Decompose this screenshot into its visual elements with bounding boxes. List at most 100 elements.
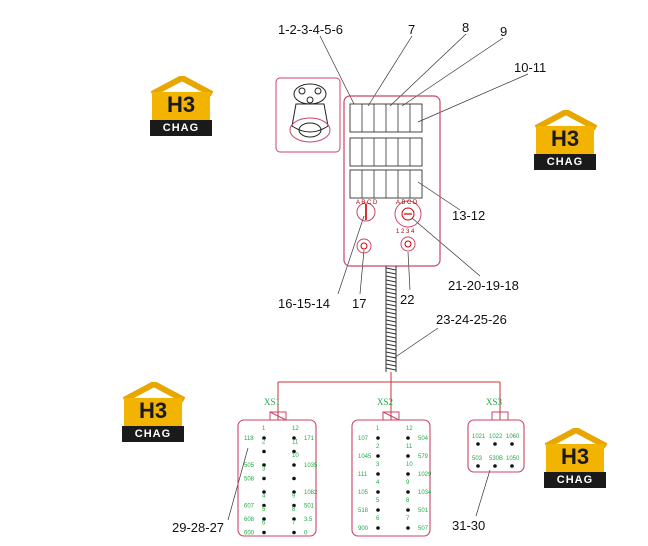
joystick-grip-top <box>293 83 327 105</box>
wire-number: 1021 <box>472 434 486 440</box>
connector-title: XS3 <box>486 397 503 407</box>
pin-contact <box>262 449 266 454</box>
leader-1-6 <box>319 35 355 105</box>
cable-coil <box>385 311 397 315</box>
cable-coil <box>385 275 397 279</box>
wire-number: 107 <box>358 436 369 442</box>
callout-23-26: 23-24-25-26 <box>436 312 507 327</box>
logo-roof-icon <box>150 76 214 120</box>
callout-22: 22 <box>400 292 415 307</box>
selector-switch-left-letters: A B C D <box>356 200 378 206</box>
leader-10-11 <box>417 73 529 123</box>
pin-contact <box>292 490 296 494</box>
connector-xs2: XS21107125042104511579311110102941059103… <box>351 397 432 537</box>
leader-16-14 <box>337 215 365 295</box>
pin-contact <box>262 503 266 508</box>
cable-coil <box>385 283 397 287</box>
wire-number: 507 <box>418 526 429 532</box>
wire-number: 118 <box>244 436 254 442</box>
pin-contact <box>406 454 410 458</box>
wire-number: 518 <box>358 508 369 514</box>
selector-switch-left-body <box>356 202 376 222</box>
pin-number: 8 <box>406 498 410 504</box>
pin-number: 6 <box>262 521 266 527</box>
leader-lines <box>227 33 529 521</box>
wire-number: 1045 <box>358 454 372 460</box>
pin-number: 9 <box>406 480 410 486</box>
cable-coil <box>385 291 397 295</box>
wire-number: 1035 <box>304 463 318 469</box>
pin-number: 2 <box>376 444 380 450</box>
cable-coils <box>385 267 397 371</box>
joystick-boot <box>289 117 331 143</box>
callout-7: 7 <box>408 22 416 37</box>
leader-31-30 <box>475 469 491 517</box>
wire-number: 1022 <box>489 434 503 440</box>
wire-number: 607 <box>244 504 255 510</box>
connector-housing <box>467 419 525 473</box>
watermark-logo: H3 CHAG <box>530 110 602 174</box>
pin-number: 5 <box>376 498 380 504</box>
connector-key-mark <box>269 411 287 421</box>
leader-7 <box>367 35 413 107</box>
pin-contact <box>376 454 380 458</box>
key-switch-right-core <box>401 207 415 221</box>
indicator-light-22 <box>400 236 416 252</box>
leader-22 <box>407 251 411 291</box>
cable-coil <box>385 363 397 367</box>
pin-contact <box>292 449 296 454</box>
control-box-outline <box>343 95 441 267</box>
joystick-button-3 <box>306 96 314 104</box>
leader-21-18 <box>411 217 481 277</box>
joystick-base <box>275 77 341 153</box>
pin-contact <box>262 463 266 467</box>
wire-number: 111 <box>358 472 368 478</box>
logo-brand: CHAG <box>150 120 212 136</box>
leader-23-26 <box>393 327 439 359</box>
pin-contact <box>376 472 380 476</box>
wire-number: 608 <box>244 517 255 523</box>
pin-number: 10 <box>406 462 413 468</box>
joystick-assembly <box>275 77 341 153</box>
wire-number: 1034 <box>418 490 432 496</box>
pin-number: 9 <box>292 494 296 500</box>
pin-contact <box>376 526 380 530</box>
callout-21-18: 21-20-19-18 <box>448 278 519 293</box>
joystick-button-1 <box>298 87 306 95</box>
pin-number: 11 <box>292 440 299 446</box>
pin-contact <box>376 508 380 512</box>
connector-title: XS1 <box>264 397 280 407</box>
cable-coil <box>385 347 397 351</box>
watermark-logo: H3 CHAG <box>540 428 612 492</box>
connector-title: XS2 <box>377 397 393 407</box>
joystick-boot-inner <box>298 122 322 138</box>
cable-coil <box>385 367 397 371</box>
cable-coil <box>385 307 397 311</box>
wire-number: 900 <box>358 526 369 532</box>
pin-contact <box>292 530 296 535</box>
pin-number: 3 <box>262 467 266 473</box>
cable-coil <box>385 351 397 355</box>
pin-contact <box>510 442 514 446</box>
pin-number: 7 <box>292 521 296 527</box>
cable-coil <box>385 323 397 327</box>
joystick-handle <box>291 103 329 133</box>
wire-number: 503 <box>472 456 483 462</box>
pin-contact <box>262 517 266 521</box>
pin-number: 4 <box>262 494 266 500</box>
watermark-logo: H3 CHAG <box>118 382 190 446</box>
cable-coil <box>385 279 397 283</box>
pin-number: 12 <box>292 426 299 432</box>
pin-number: 1 <box>376 426 380 432</box>
cable-coil <box>385 335 397 339</box>
cable-coil <box>385 267 397 271</box>
pin-number: 11 <box>406 444 413 450</box>
pin-contact <box>510 464 514 468</box>
pin-contact <box>292 503 296 508</box>
pin-contact <box>292 517 296 521</box>
logo-brand: CHAG <box>544 472 606 488</box>
wire-number: 1029 <box>418 472 432 478</box>
pin-contact <box>476 464 480 468</box>
